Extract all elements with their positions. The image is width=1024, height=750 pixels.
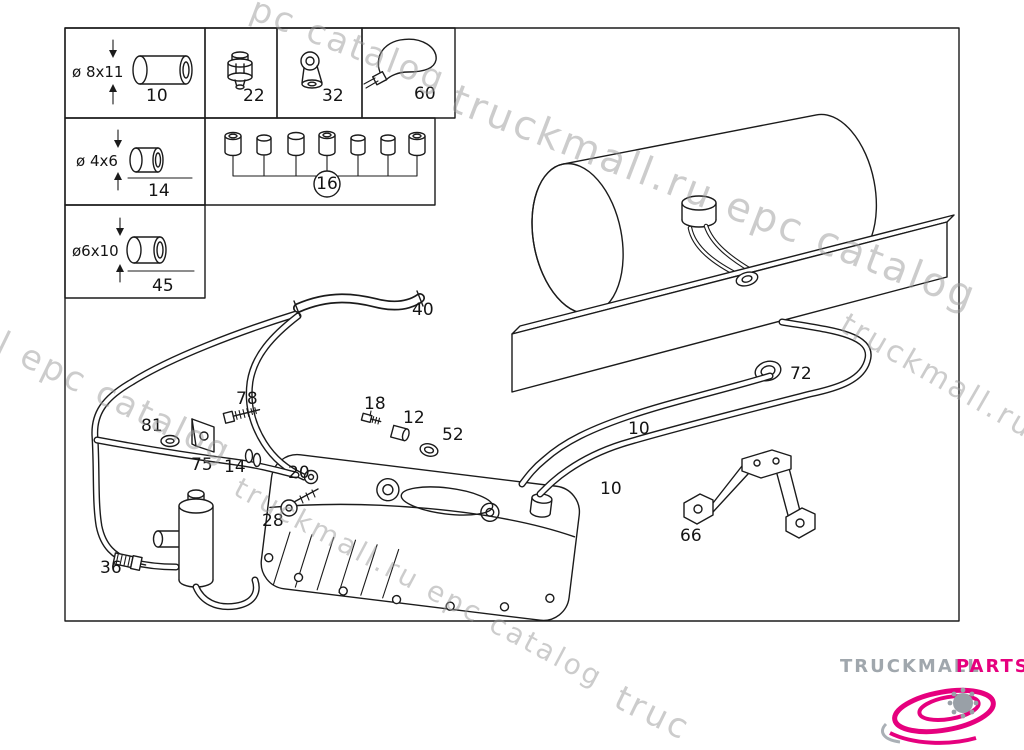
callout-10-lower[interactable]: 10 bbox=[600, 479, 622, 499]
callout-75[interactable]: 75 bbox=[191, 455, 213, 475]
callout-52[interactable]: 52 bbox=[442, 425, 464, 445]
callout-72[interactable]: 72 bbox=[790, 364, 812, 384]
part-label-60[interactable]: 60 bbox=[414, 84, 436, 104]
ring-4x6-art bbox=[114, 129, 193, 191]
cable-tie-art bbox=[363, 38, 437, 89]
elbow-20 bbox=[303, 469, 319, 485]
legend-box-16[interactable] bbox=[204, 117, 436, 206]
t-fitting bbox=[152, 489, 214, 588]
hose-fitting-36 bbox=[112, 552, 147, 571]
frame-rail bbox=[511, 214, 955, 393]
dim-label-4x6: ø 4x6 bbox=[76, 152, 118, 170]
washers-14 bbox=[244, 448, 262, 468]
logo-accent-text: PARTS bbox=[956, 656, 1024, 677]
leader-18 bbox=[369, 410, 372, 417]
part-label-45-legend[interactable]: 45 bbox=[152, 276, 174, 296]
pipe-from-t-fitting bbox=[192, 576, 260, 611]
callout-66[interactable]: 66 bbox=[680, 526, 702, 546]
screw-78 bbox=[222, 407, 261, 424]
callout-78[interactable]: 78 bbox=[236, 389, 258, 409]
callout-40[interactable]: 40 bbox=[412, 300, 434, 320]
callout-36[interactable]: 36 bbox=[100, 558, 122, 578]
brand-logo: TRUCKMALL PARTS bbox=[840, 656, 1024, 745]
nut-81 bbox=[160, 434, 180, 448]
watermark-text: truckmall.ru e bbox=[834, 307, 1024, 463]
mount-bracket-66 bbox=[683, 449, 816, 539]
callout-20[interactable]: 20 bbox=[288, 463, 310, 483]
valve-12 bbox=[389, 424, 410, 442]
frame-pass-grommet bbox=[735, 271, 759, 287]
callout-14[interactable]: 14 bbox=[224, 457, 246, 477]
legend-box-6x10[interactable] bbox=[64, 204, 206, 299]
fitting-group-16-art bbox=[224, 130, 426, 198]
callout-81[interactable]: 81 bbox=[141, 416, 163, 436]
part-label-16[interactable]: 16 bbox=[316, 174, 338, 194]
hose-detail-art bbox=[109, 39, 193, 105]
callout-10-upper[interactable]: 10 bbox=[628, 419, 650, 439]
diagram-border bbox=[64, 27, 960, 622]
nut-52 bbox=[419, 443, 439, 457]
ring-6x10-art bbox=[116, 217, 195, 283]
clamp-bracket-75 bbox=[191, 418, 215, 453]
part-label-32[interactable]: 32 bbox=[322, 86, 344, 106]
part-label-10-legend[interactable]: 10 bbox=[146, 86, 168, 106]
watermark-text: truc bbox=[608, 678, 697, 749]
part-label-22[interactable]: 22 bbox=[243, 86, 265, 106]
connector-18 bbox=[360, 412, 382, 425]
logo-swirl-icon bbox=[881, 687, 996, 745]
group-callout-circle[interactable] bbox=[313, 170, 341, 198]
fitting-22-art bbox=[227, 51, 253, 90]
logo-gear-icon bbox=[947, 687, 979, 719]
callout-18[interactable]: 18 bbox=[364, 394, 386, 414]
legend: ø 8x11 10 22 32 60 bbox=[64, 27, 456, 299]
banjo-bolt-28 bbox=[280, 488, 319, 517]
watermark-text: pc catalog bbox=[245, 0, 452, 100]
dim-label-8x11: ø 8x11 bbox=[72, 63, 123, 81]
callout-28[interactable]: 28 bbox=[262, 511, 284, 531]
callout-12[interactable]: 12 bbox=[403, 408, 425, 428]
tank-fitting-cap bbox=[681, 195, 717, 228]
callouts: 40 72 10 10 12 52 18 78 81 75 14 20 28 3… bbox=[100, 300, 812, 578]
fitting-32-art bbox=[300, 51, 323, 89]
part-label-14-legend[interactable]: 14 bbox=[148, 181, 170, 201]
dim-label-6x10: ø6x10 bbox=[72, 242, 119, 260]
logo-brand-text: TRUCKMALL bbox=[840, 656, 981, 677]
